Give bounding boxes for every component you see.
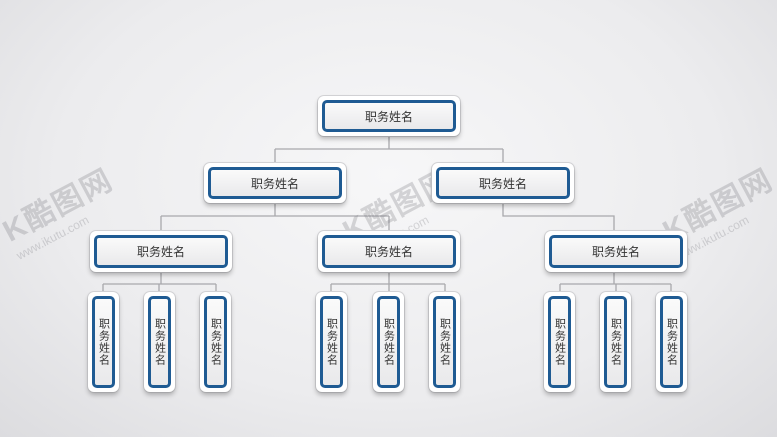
org-node-root[interactable]: 职务姓名 [318, 96, 460, 136]
org-node-label: 职务姓名 [208, 167, 342, 199]
org-node-label: 职务姓名 [94, 235, 228, 268]
org-node-leaf[interactable]: 职务姓名 [88, 292, 119, 392]
org-node-label: 职务姓名 [548, 296, 571, 388]
org-node-label: 职务姓名 [148, 296, 171, 388]
org-node-level3[interactable]: 职务姓名 [545, 231, 687, 272]
org-node-leaf[interactable]: 职务姓名 [200, 292, 231, 392]
org-node-label: 职务姓名 [604, 296, 627, 388]
org-node-label: 职务姓名 [377, 296, 400, 388]
org-node-label: 职务姓名 [549, 235, 683, 268]
org-node-level2[interactable]: 职务姓名 [432, 163, 574, 203]
org-node-leaf[interactable]: 职务姓名 [373, 292, 404, 392]
org-node-leaf[interactable]: 职务姓名 [316, 292, 347, 392]
org-node-leaf[interactable]: 职务姓名 [600, 292, 631, 392]
org-node-label: 职务姓名 [433, 296, 456, 388]
org-node-level2[interactable]: 职务姓名 [204, 163, 346, 203]
org-node-label: 职务姓名 [660, 296, 683, 388]
org-node-leaf[interactable]: 职务姓名 [429, 292, 460, 392]
org-node-label: 职务姓名 [322, 100, 456, 132]
org-node-label: 职务姓名 [204, 296, 227, 388]
org-node-label: 职务姓名 [436, 167, 570, 199]
org-node-leaf[interactable]: 职务姓名 [144, 292, 175, 392]
org-node-leaf[interactable]: 职务姓名 [656, 292, 687, 392]
org-node-level3[interactable]: 职务姓名 [90, 231, 232, 272]
org-node-leaf[interactable]: 职务姓名 [544, 292, 575, 392]
org-node-label: 职务姓名 [322, 235, 456, 268]
org-node-label: 职务姓名 [92, 296, 115, 388]
org-node-label: 职务姓名 [320, 296, 343, 388]
org-node-level3[interactable]: 职务姓名 [318, 231, 460, 272]
